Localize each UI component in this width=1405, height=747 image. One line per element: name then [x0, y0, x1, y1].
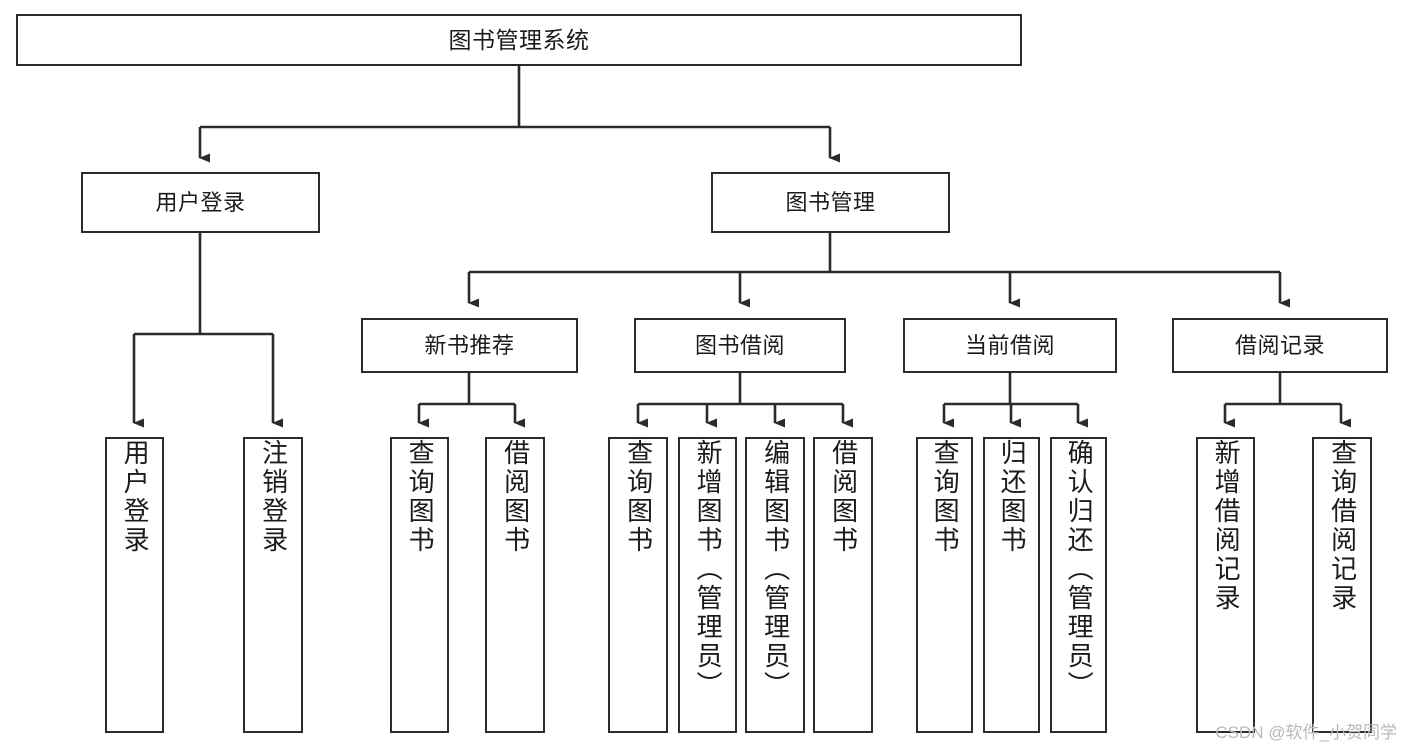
node-leaf-borrow-query-book-label: 查询图书	[623, 439, 654, 555]
node-new-book-recommend-label: 新书推荐	[424, 332, 515, 358]
node-leaf-recommend-query-book[interactable]: 查询图书	[390, 437, 449, 733]
node-leaf-record-add-record[interactable]: 新增借阅记录	[1196, 437, 1255, 733]
node-leaf-recommend-query-book-label: 查询图书	[405, 439, 436, 555]
node-leaf-current-confirm-return[interactable]: 确认归还（管理员）	[1050, 437, 1107, 733]
node-leaf-borrow-borrow-book[interactable]: 借阅图书	[813, 437, 873, 733]
node-book-borrow[interactable]: 图书借阅	[634, 318, 846, 373]
node-leaf-current-confirm-return-label: 确认归还（管理员）	[1064, 439, 1095, 700]
node-root-system-label: 图书管理系统	[448, 26, 590, 53]
node-root-system[interactable]: 图书管理系统	[16, 14, 1022, 66]
node-leaf-recommend-borrow-book-label: 借阅图书	[500, 439, 531, 555]
node-borrow-record-label: 借阅记录	[1234, 332, 1325, 358]
node-leaf-current-query-book-label: 查询图书	[930, 439, 961, 555]
node-leaf-current-return-book[interactable]: 归还图书	[983, 437, 1040, 733]
node-book-borrow-label: 图书借阅	[694, 332, 785, 358]
node-leaf-borrow-add-book[interactable]: 新增图书（管理员）	[678, 437, 737, 733]
node-leaf-borrow-edit-book[interactable]: 编辑图书（管理员）	[745, 437, 805, 733]
node-leaf-current-return-book-label: 归还图书	[997, 439, 1028, 555]
node-leaf-user-login-signout-label: 注销登录	[258, 439, 289, 555]
node-leaf-record-query-record-label: 查询借阅记录	[1327, 439, 1358, 613]
node-leaf-user-login-signin[interactable]: 用户登录	[105, 437, 164, 733]
node-leaf-current-query-book[interactable]: 查询图书	[916, 437, 973, 733]
node-leaf-borrow-add-book-label: 新增图书（管理员）	[693, 439, 724, 700]
node-new-book-recommend[interactable]: 新书推荐	[361, 318, 578, 373]
node-book-management-label: 图书管理	[785, 189, 876, 215]
node-user-login[interactable]: 用户登录	[81, 172, 320, 233]
node-leaf-recommend-borrow-book[interactable]: 借阅图书	[485, 437, 545, 733]
node-leaf-user-login-signout[interactable]: 注销登录	[243, 437, 303, 733]
node-current-borrow-label: 当前借阅	[964, 332, 1055, 358]
node-leaf-record-add-record-label: 新增借阅记录	[1211, 439, 1242, 613]
node-leaf-record-query-record[interactable]: 查询借阅记录	[1312, 437, 1372, 733]
node-borrow-record[interactable]: 借阅记录	[1172, 318, 1388, 373]
node-leaf-borrow-edit-book-label: 编辑图书（管理员）	[760, 439, 791, 700]
node-leaf-borrow-query-book[interactable]: 查询图书	[608, 437, 668, 733]
node-book-management[interactable]: 图书管理	[711, 172, 950, 233]
node-leaf-borrow-borrow-book-label: 借阅图书	[828, 439, 859, 555]
node-leaf-user-login-signin-label: 用户登录	[120, 439, 151, 555]
node-current-borrow[interactable]: 当前借阅	[903, 318, 1117, 373]
node-user-login-label: 用户登录	[155, 189, 246, 215]
